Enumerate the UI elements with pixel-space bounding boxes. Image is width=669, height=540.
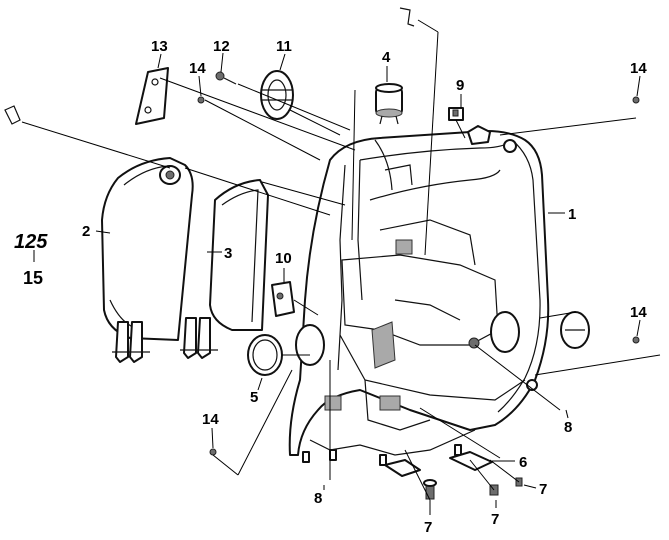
assembly-lines — [21, 19, 661, 515]
callout-10: 10 — [275, 250, 292, 267]
wire-connector-top — [399, 7, 415, 27]
callout-5: 5 — [250, 389, 258, 406]
callout-6: 6 — [519, 454, 527, 471]
round-cap-right — [560, 311, 590, 349]
lid-seal-gasket — [180, 179, 269, 359]
callout-14b: 14 — [630, 60, 647, 77]
round-cap-left — [247, 334, 283, 376]
callout-14a: 14 — [189, 60, 206, 77]
inner-front-cover — [288, 125, 550, 466]
callout-4: 4 — [382, 49, 391, 66]
callout-1: 1 — [568, 206, 576, 223]
callout-13: 13 — [151, 38, 168, 55]
callout-7b: 7 — [491, 511, 499, 528]
callout-7a: 7 — [424, 519, 432, 536]
glove-box-lid — [101, 157, 194, 363]
wire-clip — [448, 107, 464, 121]
callout-14c: 14 — [630, 304, 647, 321]
accessory-socket — [375, 83, 403, 125]
callout-8b: 8 — [564, 419, 572, 436]
cover-plate — [135, 67, 169, 125]
callout-2: 2 — [82, 223, 90, 240]
callout-15: 15 — [23, 268, 43, 288]
callout-12: 12 — [213, 38, 230, 55]
screws — [423, 477, 523, 500]
small-screws — [197, 96, 640, 456]
bottom-bracket — [384, 451, 493, 477]
wire-connector-left — [4, 105, 21, 125]
callout-labels: 1 2 3 4 5 6 7 7 7 8 8 9 10 11 12 13 14 1… — [14, 38, 647, 536]
callout-9: 9 — [456, 77, 464, 94]
lock-cylinder — [260, 70, 294, 120]
model-125-badge: 125 — [14, 231, 48, 253]
bracket-plate — [271, 281, 295, 317]
callout-14d: 14 — [202, 411, 219, 428]
bolt — [215, 71, 237, 85]
callout-11: 11 — [276, 38, 292, 55]
callout-7c: 7 — [539, 481, 547, 498]
callout-8a: 8 — [314, 490, 322, 507]
callout-3: 3 — [224, 245, 232, 262]
